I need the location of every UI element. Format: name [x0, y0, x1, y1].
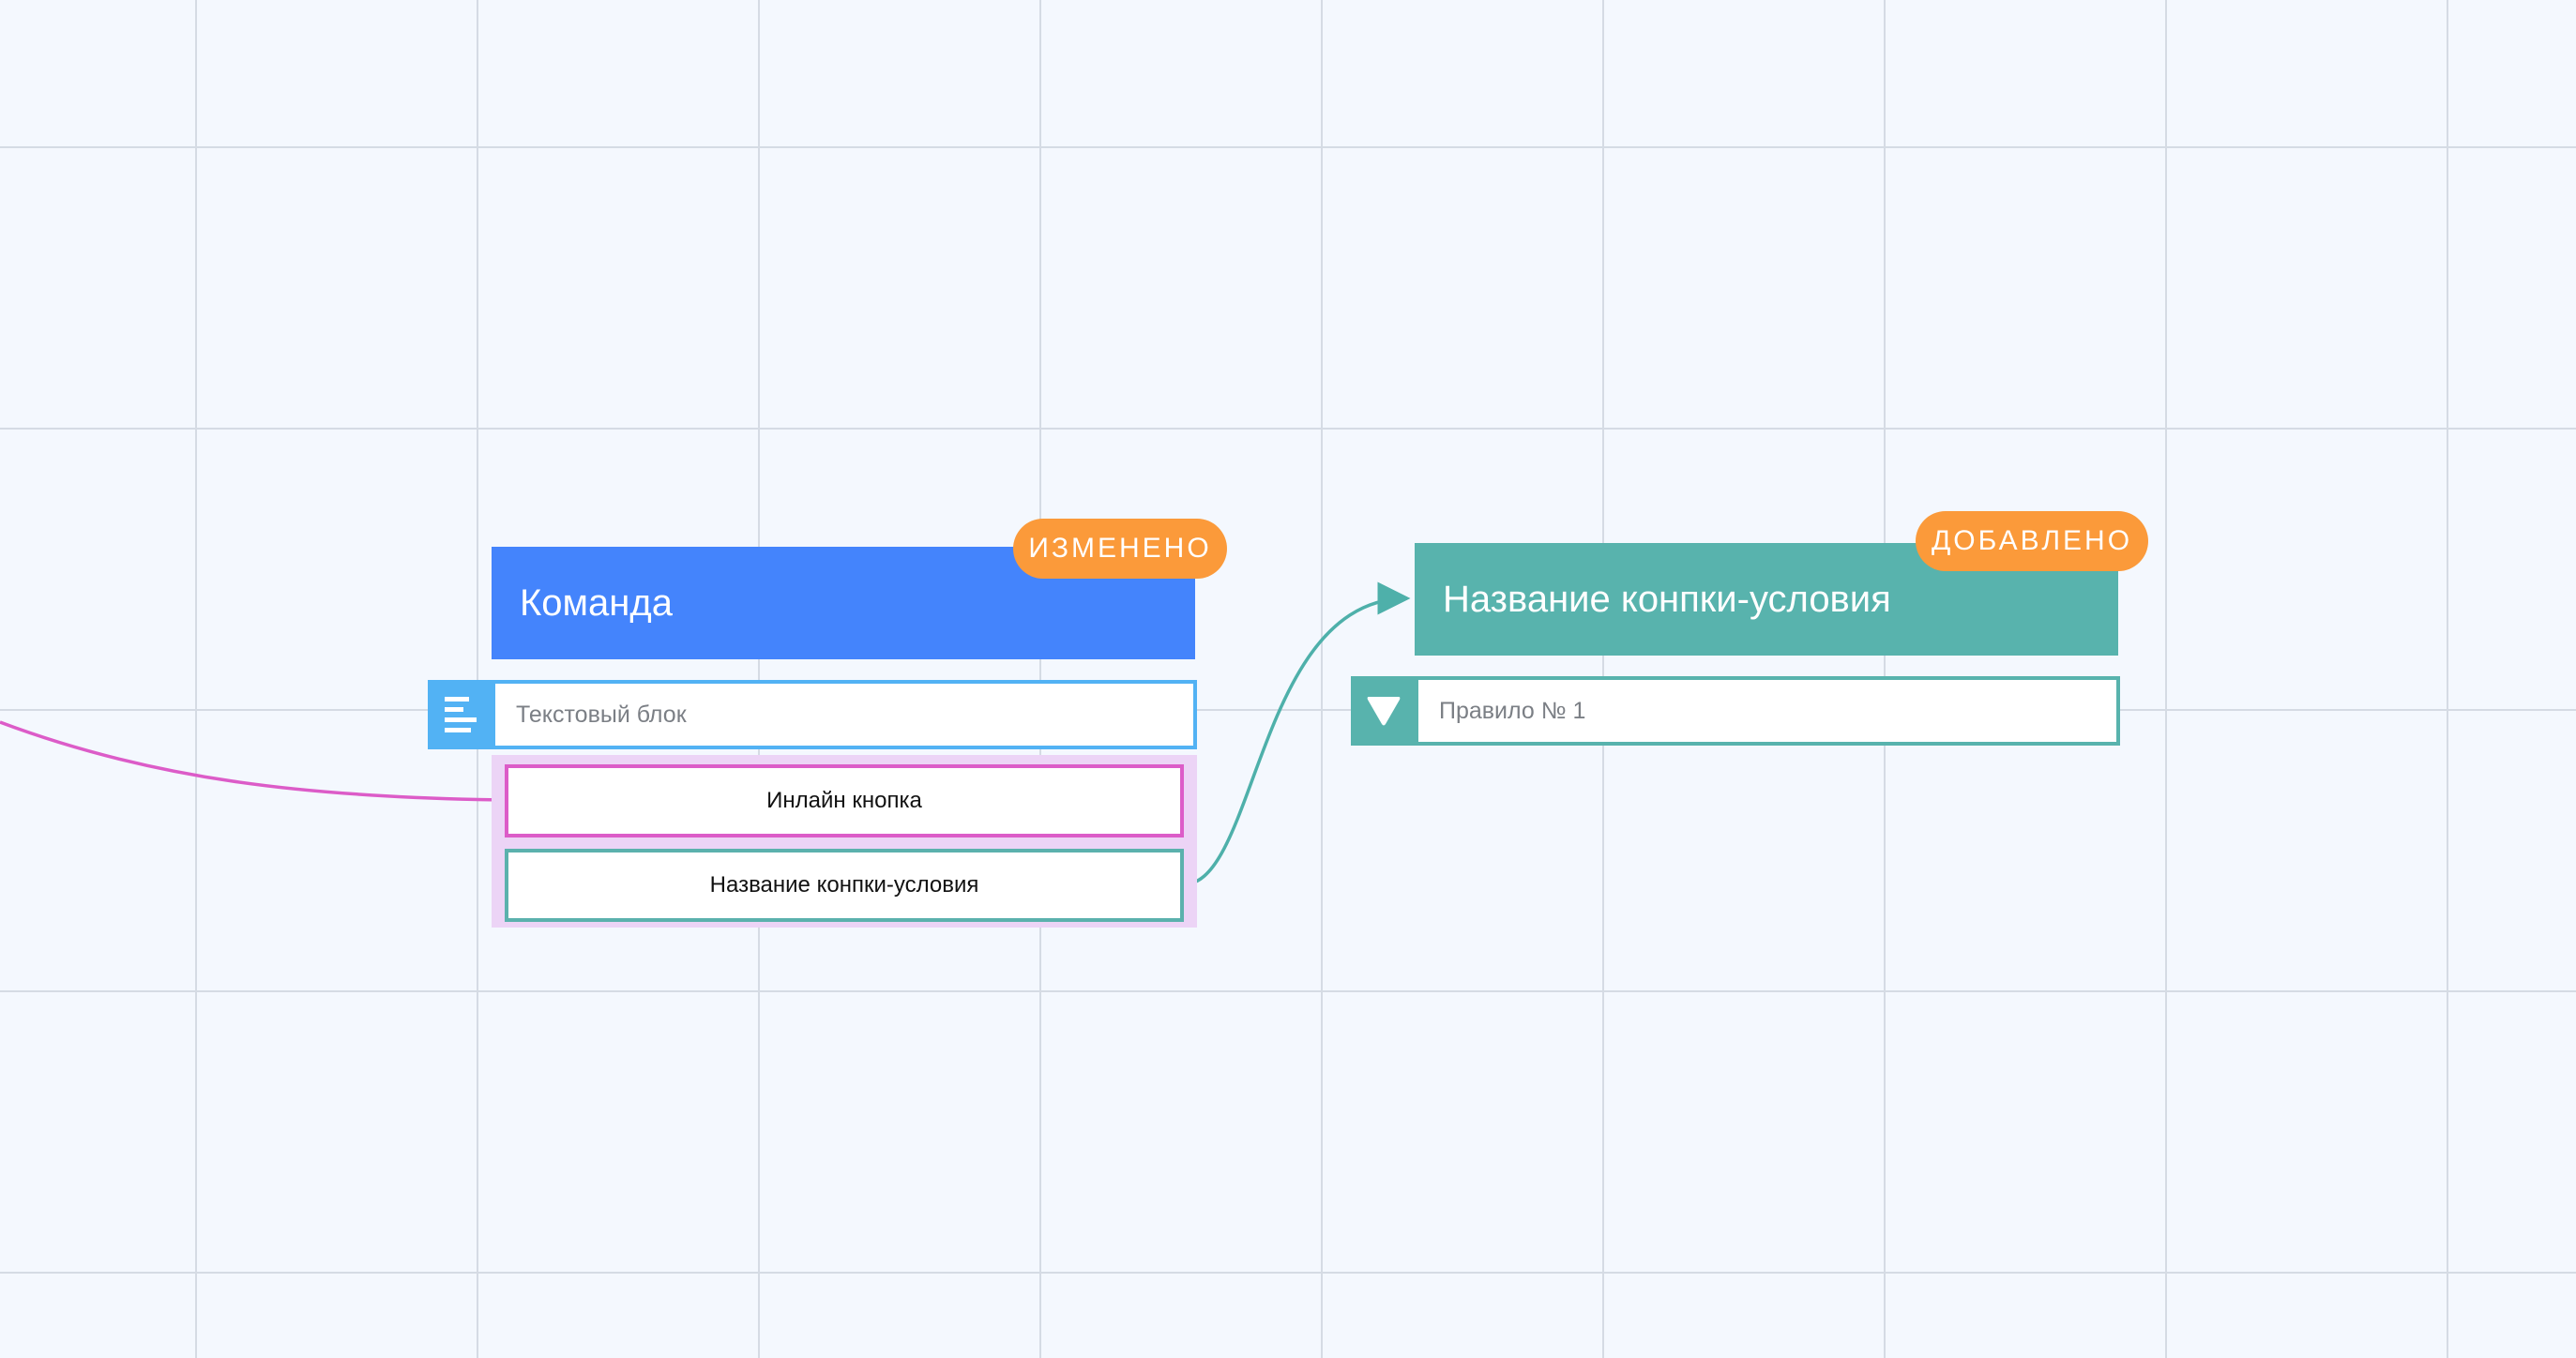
inline-button[interactable]: Инлайн кнопка — [505, 764, 1184, 837]
condition-node-title: Название конпки-условия — [1443, 578, 1891, 620]
text-block[interactable]: Текстовый блок — [492, 680, 1197, 749]
inline-button-label: Инлайн кнопка — [766, 788, 922, 813]
condition-button[interactable]: Название конпки-условия — [505, 849, 1184, 922]
buttons-panel: Инлайн кнопка Название конпки-условия — [492, 755, 1197, 928]
text-align-left-icon — [445, 697, 477, 732]
command-node-title: Команда — [520, 581, 673, 624]
rule-row[interactable]: Правило № 1 — [1415, 676, 2120, 746]
condition-button-label: Название конпки-условия — [709, 872, 979, 898]
text-block-label: Текстовый блок — [516, 701, 687, 728]
rule-label: Правило № 1 — [1439, 697, 1586, 724]
text-block-icon-tab[interactable] — [428, 680, 493, 749]
rule-icon-tab[interactable] — [1351, 676, 1417, 746]
status-badge-added: ДОБАВЛЕНО — [1916, 511, 2148, 571]
status-badge-modified: ИЗМЕНЕНО — [1013, 519, 1227, 579]
filter-funnel-icon — [1367, 697, 1401, 726]
